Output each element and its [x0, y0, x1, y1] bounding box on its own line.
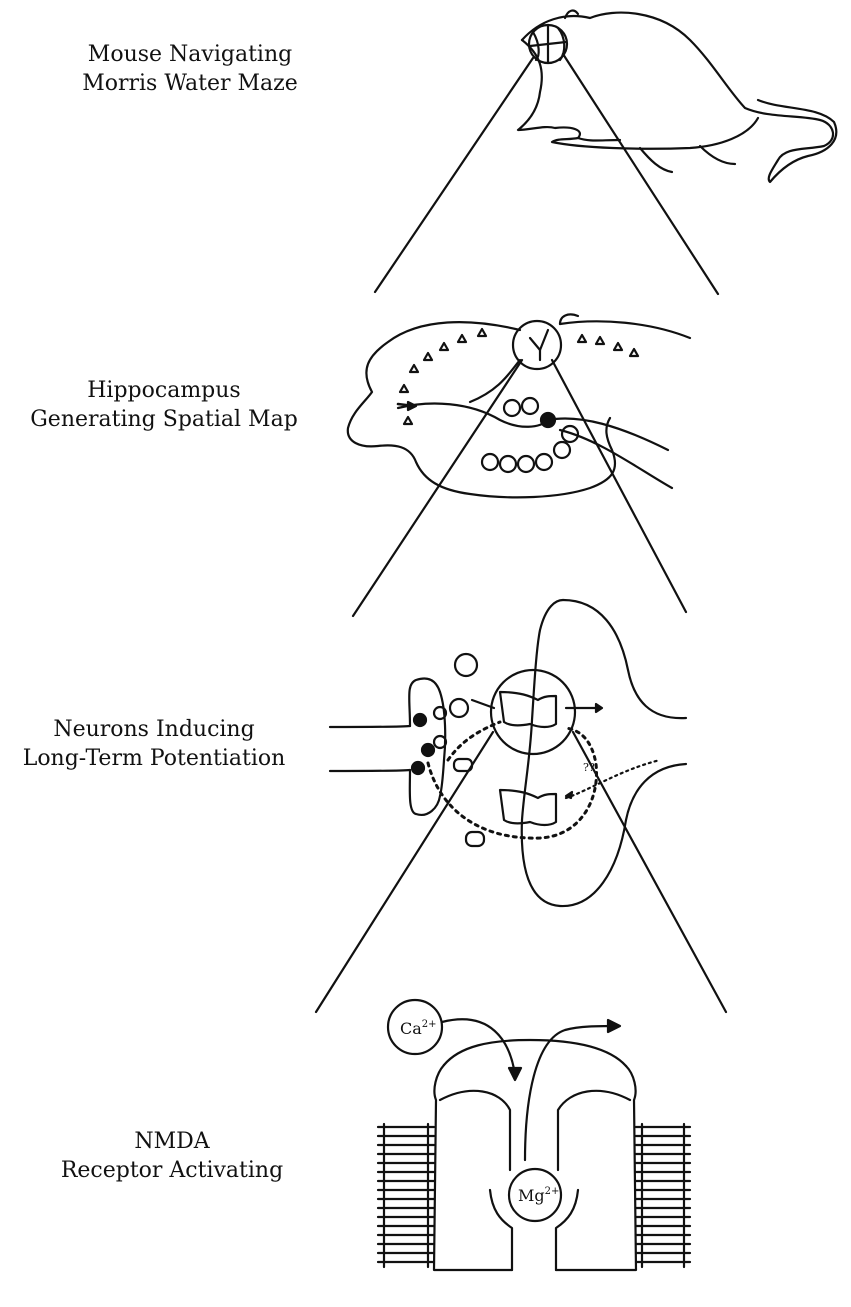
nmda-receptor-illustration: [376, 998, 692, 1272]
magnesium-ion-label: Mg2+: [518, 1186, 559, 1205]
label-neurons: Neurons Inducing Long-Term Potentiation: [4, 715, 304, 773]
calcium-ion-label: Ca2+: [400, 1019, 437, 1038]
label-hippocampus: Hippocampus Generating Spatial Map: [14, 376, 314, 434]
synapse-illustration: [314, 598, 728, 1014]
membrane-left: [376, 1122, 436, 1269]
label-nmda-line2: Receptor Activating: [60, 1158, 284, 1183]
label-mouse-line1: Mouse Navigating: [87, 42, 293, 67]
hippocampus-illustration: [346, 313, 692, 618]
label-hippocampus-line1: Hippocampus: [87, 378, 241, 403]
unknown-pathway-label: ??: [583, 761, 595, 774]
label-mouse-line2: Morris Water Maze: [82, 71, 298, 96]
label-mouse: Mouse Navigating Morris Water Maze: [70, 40, 310, 98]
label-neurons-line2: Long-Term Potentiation: [22, 746, 286, 771]
membrane-right: [634, 1122, 692, 1269]
label-neurons-line1: Neurons Inducing: [53, 717, 255, 742]
label-hippocampus-line2: Generating Spatial Map: [30, 407, 298, 432]
mouse-illustration: [373, 9, 838, 296]
label-nmda: NMDA Receptor Activating: [32, 1127, 312, 1185]
label-nmda-line1: NMDA: [134, 1129, 210, 1154]
